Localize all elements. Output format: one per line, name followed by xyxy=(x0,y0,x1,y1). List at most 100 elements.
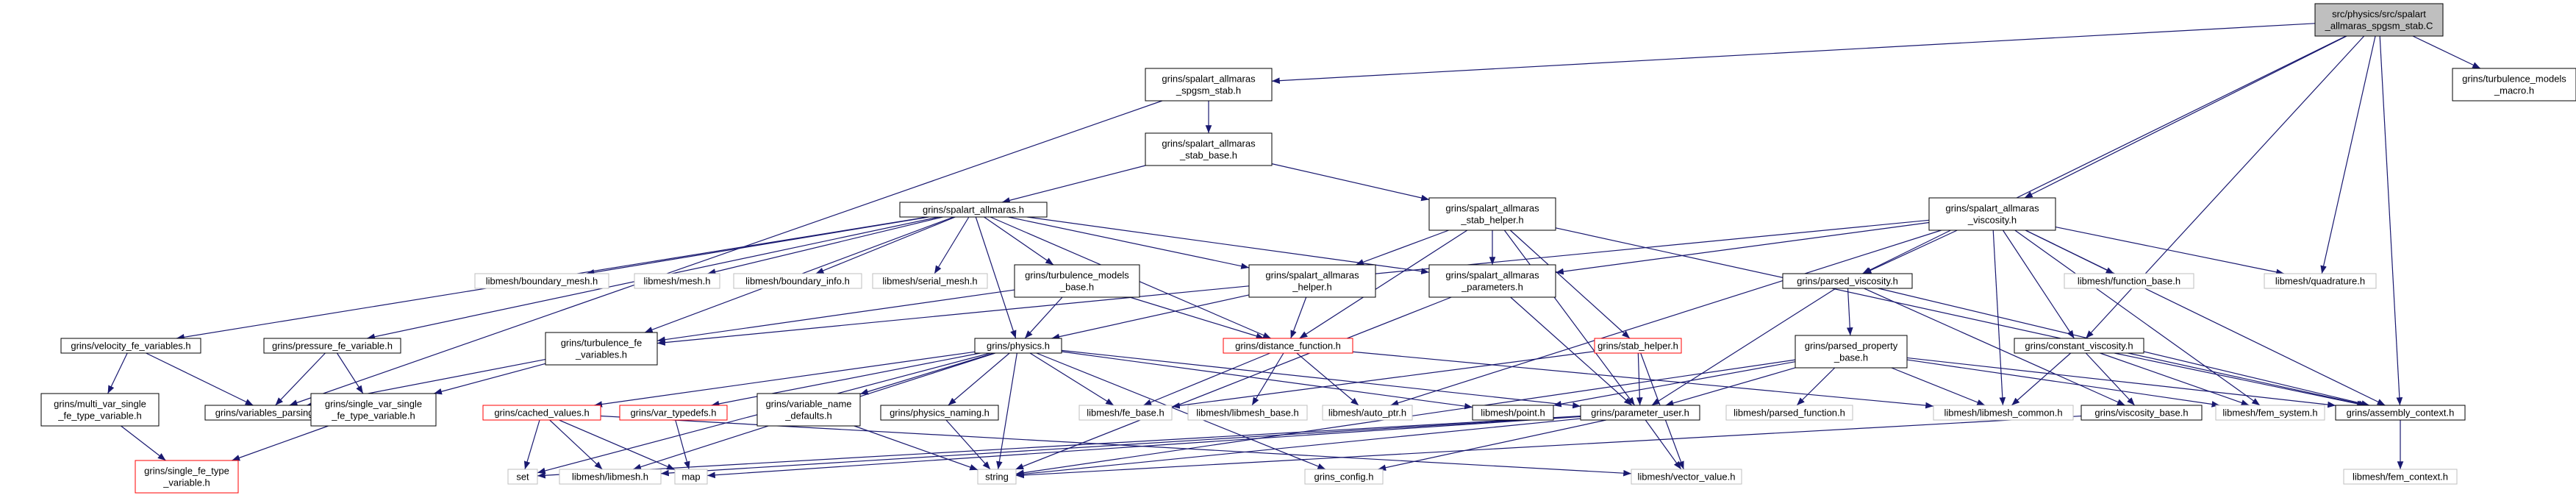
node-turb_models_base_h[interactable]: grins/turbulence_models_base.h xyxy=(1014,264,1140,298)
node-distance_function_h[interactable]: grins/distance_function.h xyxy=(1223,338,1353,354)
node-label: grins/spalart_allmaras xyxy=(1162,74,1256,85)
node-single_fe_type_var_h[interactable]: grins/single_fe_type_variable.h xyxy=(135,460,239,494)
node-turb_macro_h[interactable]: grins/turbulence_models_macro.h xyxy=(2452,68,2576,102)
node-label: _helper.h xyxy=(1292,282,1332,293)
edge-velocity_fe_vars_h-to-variables_parsing_h xyxy=(146,352,254,406)
node-box xyxy=(1145,132,1273,166)
node-box xyxy=(756,393,861,427)
node-box xyxy=(1782,273,1913,289)
edge-multi_var_single_h-to-single_fe_type_var_h xyxy=(121,425,166,461)
node-point_h[interactable]: libmesh/point.h xyxy=(1472,405,1554,421)
node-variables_parsing_h[interactable]: grins/variables_parsing.h xyxy=(204,405,332,421)
edge-parameter_user_h-to-grins_config_h xyxy=(1378,419,1606,471)
edge-parameter_user_h-to-map xyxy=(706,416,1581,479)
node-label: libmesh/vector_value.h xyxy=(1638,472,1736,483)
node-stab_helper_h[interactable]: grins/stab_helper.h xyxy=(1594,338,1682,354)
edge-physics_h-to-physics_naming_h xyxy=(948,352,1010,406)
node-box xyxy=(1594,338,1682,354)
node-box xyxy=(474,273,609,289)
node-pressure_fe_var_h[interactable]: grins/pressure_fe_variable.h xyxy=(263,338,401,354)
edge-distance_function_h-to-fe_base_h xyxy=(1143,352,1270,406)
node-sa_stab_base_h[interactable]: grins/spalart_allmaras_stab_base.h xyxy=(1145,132,1273,166)
node-label: libmesh/boundary_mesh.h xyxy=(486,276,598,287)
node-label: libmesh/libmesh_common.h xyxy=(1944,408,2062,419)
edge-sa_parameters_h-to-string xyxy=(1015,296,1452,470)
node-sa_spgsm_stab_h[interactable]: grins/spalart_allmaras_spgsm_stab.h xyxy=(1145,68,1273,102)
node-grins_config_h: grins_config.h xyxy=(1304,469,1384,485)
edge-sa_stab_helper_h-to-parameter_user_h xyxy=(1503,230,1636,406)
node-velocity_fe_vars_h[interactable]: grins/velocity_fe_variables.h xyxy=(60,338,201,354)
edge-single_var_single_h-to-single_fe_type_var_h xyxy=(232,425,329,461)
node-box xyxy=(1725,405,1853,421)
edge-sa_helper_h-to-distance_function_h xyxy=(1290,296,1307,339)
node-label: src/physics/src/spalart xyxy=(2332,9,2426,20)
node-physics_h[interactable]: grins/physics.h xyxy=(974,338,1062,354)
edge-parameter_user_h-to-string xyxy=(1015,418,1581,477)
node-set: set xyxy=(507,469,538,485)
node-label: grins/single_var_single xyxy=(325,399,422,410)
edge-parsed_property_base_h-to-fem_system_h xyxy=(1906,359,2220,408)
node-label: grins/pressure_fe_variable.h xyxy=(272,341,393,352)
node-mesh_h: libmesh/mesh.h xyxy=(634,273,720,289)
edge-viscosity_base_h-to-string xyxy=(1015,415,2082,479)
edge-cached_values_h-to-map xyxy=(559,419,676,471)
node-sa_viscosity_h[interactable]: grins/spalart_allmaras_viscosity.h xyxy=(1928,197,2056,231)
node-box xyxy=(2452,68,2576,102)
node-var_typedefs_h[interactable]: grins/var_typedefs.h xyxy=(619,405,728,421)
edge-sa_stab_helper_h-to-assembly_context_h xyxy=(1555,227,2367,407)
edge-sa_h-to-serial_mesh_h xyxy=(934,216,970,274)
node-box xyxy=(559,469,662,485)
node-function_base_h: libmesh/function_base.h xyxy=(2064,273,2194,289)
node-label: _variables.h xyxy=(575,349,627,360)
edge-pressure_fe_var_h-to-variables_parsing_h xyxy=(275,352,326,406)
node-label: grins/spalart_allmaras.h xyxy=(923,204,1024,216)
node-box xyxy=(507,469,538,485)
node-box xyxy=(1928,197,2056,231)
edge-distance_function_h-to-libmesh_common_h xyxy=(1352,351,1934,409)
node-box xyxy=(674,469,708,485)
node-constant_viscosity_h[interactable]: grins/constant_viscosity.h xyxy=(2014,338,2144,354)
node-label: libmesh/auto_ptr.h xyxy=(1328,408,1406,419)
node-multi_var_single_h[interactable]: grins/multi_var_single_fe_type_variable.… xyxy=(40,393,160,427)
node-sa_helper_h[interactable]: grins/spalart_allmaras_helper.h xyxy=(1248,264,1376,298)
node-sa_h[interactable]: grins/spalart_allmaras.h xyxy=(899,202,1048,218)
node-physics_naming_h[interactable]: grins/physics_naming.h xyxy=(880,405,999,421)
node-label: grins/spalart_allmaras xyxy=(1945,203,2039,214)
node-label: _variable.h xyxy=(162,477,210,488)
edge-root-to-assembly_context_h xyxy=(2379,35,2403,406)
node-label: grins/parsed_property xyxy=(1805,341,1898,352)
node-sa_stab_helper_h[interactable]: grins/spalart_allmaras_stab_helper.h xyxy=(1428,197,1556,231)
edge-sa_h-to-physics_h xyxy=(975,216,1017,339)
node-single_var_single_h[interactable]: grins/single_var_single_fe_type_variable… xyxy=(310,393,437,427)
edge-root-to-sa_viscosity_h xyxy=(2024,35,2347,199)
edge-variable_name_defaults_h-to-string xyxy=(854,425,978,471)
edge-sa_viscosity_h-to-fem_system_h xyxy=(2014,230,2261,406)
node-cached_values_h[interactable]: grins/cached_values.h xyxy=(482,405,601,421)
node-viscosity_base_h[interactable]: grins/viscosity_base.h xyxy=(2081,405,2203,421)
node-label: _defaults.h xyxy=(784,410,832,421)
edge-turb_models_base_h-to-physics_h xyxy=(1024,296,1063,339)
edge-stab_helper_h-to-fe_base_h xyxy=(1171,351,1595,409)
node-parameter_user_h[interactable]: grins/parameter_user.h xyxy=(1580,405,1700,421)
edge-physics_h-to-grins_config_h xyxy=(1036,352,1326,470)
node-variable_name_defaults_h[interactable]: grins/variable_name_defaults.h xyxy=(756,393,861,427)
node-label: libmesh/libmesh_base.h xyxy=(1196,408,1298,419)
node-label: grins/variable_name xyxy=(765,399,851,410)
node-turbulence_fe_vars_h[interactable]: grins/turbulence_fe_variables.h xyxy=(545,332,658,366)
node-parsed_property_base_h[interactable]: grins/parsed_property_base.h xyxy=(1795,335,1908,369)
node-label: _allmaras_spgsm_stab.C xyxy=(2325,21,2433,32)
node-box xyxy=(1428,197,1556,231)
node-assembly_context_h[interactable]: grins/assembly_context.h xyxy=(2335,405,2466,421)
node-serial_mesh_h: libmesh/serial_mesh.h xyxy=(872,273,988,289)
edge-root-to-parsed_viscosity_h xyxy=(1862,35,2347,274)
edge-sa_viscosity_h-to-assembly_context_h xyxy=(2025,230,2386,406)
node-sa_parameters_h[interactable]: grins/spalart_allmaras_parameters.h xyxy=(1428,264,1556,298)
node-fem_system_h: libmesh/fem_system.h xyxy=(2215,405,2325,421)
node-box xyxy=(1580,405,1700,421)
edge-sa_stab_helper_h-to-sa_helper_h xyxy=(1356,230,1449,266)
node-root[interactable]: src/physics/src/spalart_allmaras_spgsm_s… xyxy=(2314,3,2444,37)
node-auto_ptr_h: libmesh/auto_ptr.h xyxy=(1322,405,1413,421)
edge-constant_viscosity_h-to-libmesh_common_h xyxy=(2011,352,2072,406)
node-parsed_viscosity_h[interactable]: grins/parsed_viscosity.h xyxy=(1782,273,1913,289)
edge-parsed_viscosity_h-to-parameter_user_h xyxy=(1651,288,1836,406)
